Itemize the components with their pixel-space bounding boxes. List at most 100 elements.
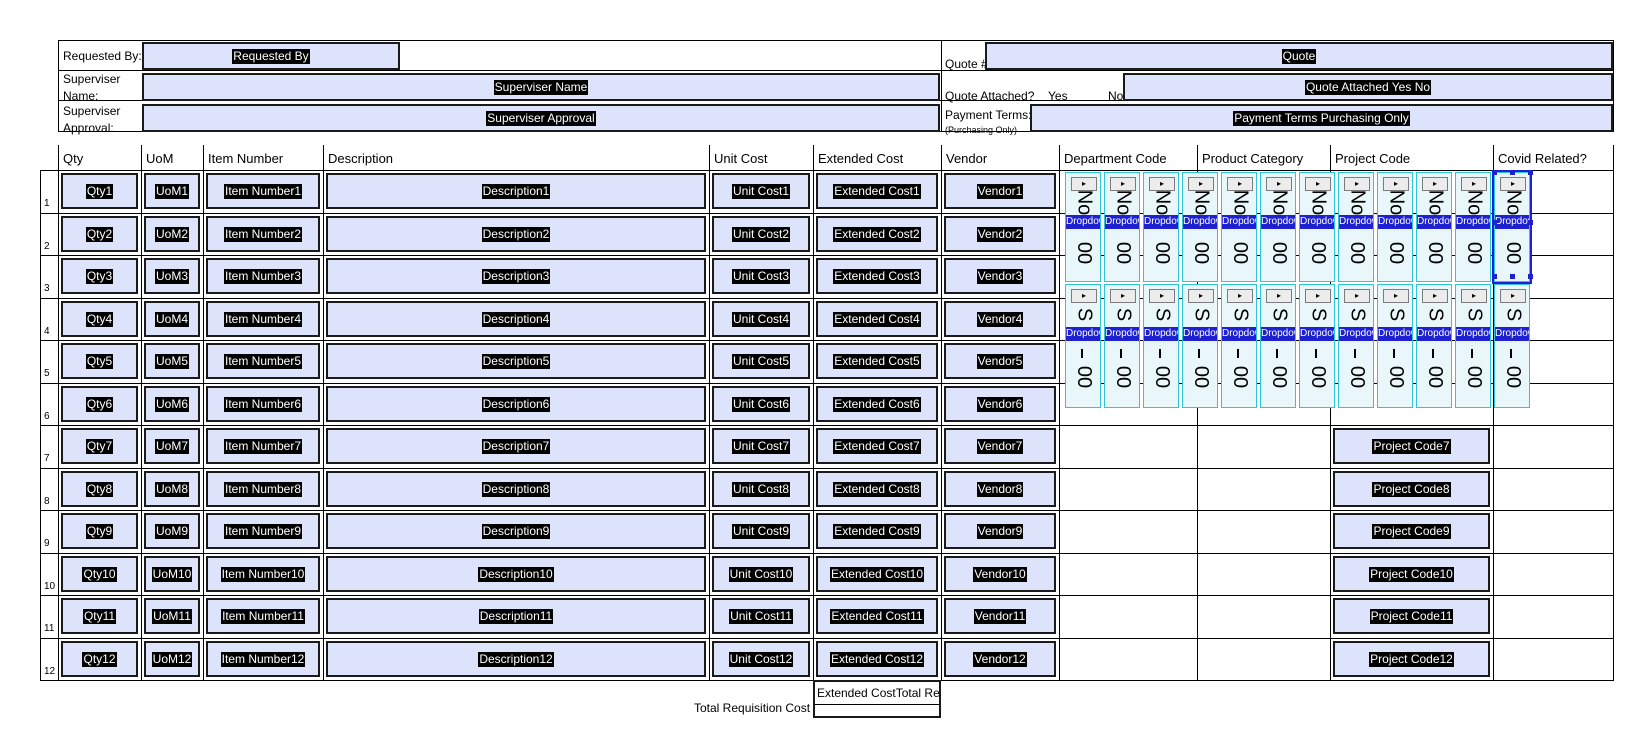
extended-cost-field[interactable]: Extended Cost12 xyxy=(816,641,938,677)
unit-cost-field[interactable]: Unit Cost6 xyxy=(712,386,810,422)
extended-cost-field[interactable]: Extended Cost3 xyxy=(816,258,938,294)
uom-field[interactable]: UoM2 xyxy=(144,216,200,252)
unit-cost-field[interactable]: Unit Cost2 xyxy=(712,216,810,252)
project-code-field[interactable]: Project Code12 xyxy=(1333,641,1490,677)
item-number-field[interactable]: Item Number1 xyxy=(206,173,320,209)
qty-field[interactable]: Qty2 xyxy=(61,216,138,252)
item-number-field[interactable]: Item Number4 xyxy=(206,301,320,337)
vendor-field[interactable]: Vendor8 xyxy=(944,471,1056,507)
dropdown-control[interactable]: ▸SDropdown-00 xyxy=(1104,284,1140,408)
qty-field[interactable]: Qty7 xyxy=(61,428,138,464)
uom-field[interactable]: UoM10 xyxy=(144,556,200,592)
description-field[interactable]: Description4 xyxy=(326,301,706,337)
vendor-field[interactable]: Vendor4 xyxy=(944,301,1056,337)
uom-field[interactable]: UoM12 xyxy=(144,641,200,677)
triangle-right-icon[interactable]: ▸ xyxy=(1266,289,1292,303)
dropdown-control[interactable]: ▸NoDropdown00 xyxy=(1143,172,1179,282)
dropdown-control[interactable]: ▸SDropdown-00 xyxy=(1299,284,1335,408)
resize-handle-icon[interactable] xyxy=(1528,170,1533,175)
triangle-right-icon[interactable]: ▸ xyxy=(1188,289,1214,303)
dropdown-control[interactable]: ▸SDropdown-00 xyxy=(1221,284,1257,408)
extended-cost-field[interactable]: Extended Cost7 xyxy=(816,428,938,464)
vendor-field[interactable]: Vendor3 xyxy=(944,258,1056,294)
extended-cost-field[interactable]: Extended Cost6 xyxy=(816,386,938,422)
project-code-field[interactable]: Project Code10 xyxy=(1333,556,1490,592)
uom-field[interactable]: UoM5 xyxy=(144,343,200,379)
vendor-field[interactable]: Vendor11 xyxy=(944,598,1056,634)
qty-field[interactable]: Qty6 xyxy=(61,386,138,422)
item-number-field[interactable]: Item Number8 xyxy=(206,471,320,507)
triangle-right-icon[interactable]: ▸ xyxy=(1071,177,1097,191)
uom-field[interactable]: UoM3 xyxy=(144,258,200,294)
extended-cost-field[interactable]: Extended Cost9 xyxy=(816,513,938,549)
description-field[interactable]: Description5 xyxy=(326,343,706,379)
qty-field[interactable]: Qty4 xyxy=(61,301,138,337)
resize-handle-icon[interactable] xyxy=(1492,170,1497,175)
extended-cost-field[interactable]: Extended Cost4 xyxy=(816,301,938,337)
unit-cost-field[interactable]: Unit Cost11 xyxy=(712,598,810,634)
triangle-right-icon[interactable]: ▸ xyxy=(1422,177,1448,191)
description-field[interactable]: Description1 xyxy=(326,173,706,209)
dropdown-control[interactable]: ▸SDropdown-00 xyxy=(1416,284,1452,408)
project-code-field[interactable]: Project Code9 xyxy=(1333,513,1490,549)
item-number-field[interactable]: Item Number9 xyxy=(206,513,320,549)
triangle-right-icon[interactable]: ▸ xyxy=(1227,177,1253,191)
unit-cost-field[interactable]: Unit Cost4 xyxy=(712,301,810,337)
dropdown-control[interactable]: ▸NoDropdown00 xyxy=(1455,172,1491,282)
dropdown-control[interactable]: ▸NoDropdown00 xyxy=(1182,172,1218,282)
vendor-field[interactable]: Vendor1 xyxy=(944,173,1056,209)
item-number-field[interactable]: Item Number6 xyxy=(206,386,320,422)
item-number-field[interactable]: Item Number7 xyxy=(206,428,320,464)
quote-attached-field[interactable]: Quote Attached Yes No xyxy=(1123,73,1613,101)
resize-handle-icon[interactable] xyxy=(1528,274,1533,279)
superviser-name-field[interactable]: Superviser Name xyxy=(142,73,940,101)
triangle-right-icon[interactable]: ▸ xyxy=(1305,177,1331,191)
dropdown-control[interactable]: ▸NoDropdown00 xyxy=(1104,172,1140,282)
dropdown-control[interactable]: ▸SDropdown-00 xyxy=(1182,284,1218,408)
triangle-right-icon[interactable]: ▸ xyxy=(1071,289,1097,303)
dropdown-control[interactable]: ▸NoDropdown00 xyxy=(1260,172,1296,282)
qty-field[interactable]: Qty12 xyxy=(61,641,138,677)
unit-cost-field[interactable]: Unit Cost12 xyxy=(712,641,810,677)
triangle-right-icon[interactable]: ▸ xyxy=(1344,289,1370,303)
description-field[interactable]: Description12 xyxy=(326,641,706,677)
dropdown-control[interactable]: ▸SDropdown-00 xyxy=(1065,284,1101,408)
vendor-field[interactable]: Vendor5 xyxy=(944,343,1056,379)
dropdown-control[interactable]: ▸NoDropdown00 xyxy=(1377,172,1413,282)
triangle-right-icon[interactable]: ▸ xyxy=(1500,177,1526,191)
uom-field[interactable]: UoM6 xyxy=(144,386,200,422)
vendor-field[interactable]: Vendor9 xyxy=(944,513,1056,549)
triangle-right-icon[interactable]: ▸ xyxy=(1149,177,1175,191)
vendor-field[interactable]: Vendor12 xyxy=(944,641,1056,677)
dropdown-control[interactable]: ▸SDropdown-00 xyxy=(1455,284,1491,408)
description-field[interactable]: Description8 xyxy=(326,471,706,507)
description-field[interactable]: Description2 xyxy=(326,216,706,252)
vendor-field[interactable]: Vendor10 xyxy=(944,556,1056,592)
resize-handle-icon[interactable] xyxy=(1492,274,1497,279)
description-field[interactable]: Description10 xyxy=(326,556,706,592)
triangle-right-icon[interactable]: ▸ xyxy=(1344,177,1370,191)
item-number-field[interactable]: Item Number5 xyxy=(206,343,320,379)
dropdown-control[interactable]: ▸NoDropdown00 xyxy=(1492,170,1532,284)
dropdown-control[interactable]: ▸NoDropdown00 xyxy=(1221,172,1257,282)
triangle-right-icon[interactable]: ▸ xyxy=(1305,289,1331,303)
uom-field[interactable]: UoM9 xyxy=(144,513,200,549)
unit-cost-field[interactable]: Unit Cost7 xyxy=(712,428,810,464)
description-field[interactable]: Description9 xyxy=(326,513,706,549)
dropdown-control[interactable]: ▸SDropdown-00 xyxy=(1338,284,1374,408)
qty-field[interactable]: Qty1 xyxy=(61,173,138,209)
unit-cost-field[interactable]: Unit Cost3 xyxy=(712,258,810,294)
triangle-right-icon[interactable]: ▸ xyxy=(1461,177,1487,191)
triangle-right-icon[interactable]: ▸ xyxy=(1383,177,1409,191)
qty-field[interactable]: Qty5 xyxy=(61,343,138,379)
resize-handle-icon[interactable] xyxy=(1492,220,1497,225)
uom-field[interactable]: UoM8 xyxy=(144,471,200,507)
uom-field[interactable]: UoM1 xyxy=(144,173,200,209)
item-number-field[interactable]: Item Number12 xyxy=(206,641,320,677)
project-code-field[interactable]: Project Code11 xyxy=(1333,598,1490,634)
extended-cost-field[interactable]: Extended Cost10 xyxy=(816,556,938,592)
dropdown-control[interactable]: ▸SDropdown-00 xyxy=(1260,284,1296,408)
vendor-field[interactable]: Vendor2 xyxy=(944,216,1056,252)
uom-field[interactable]: UoM4 xyxy=(144,301,200,337)
triangle-right-icon[interactable]: ▸ xyxy=(1461,289,1487,303)
